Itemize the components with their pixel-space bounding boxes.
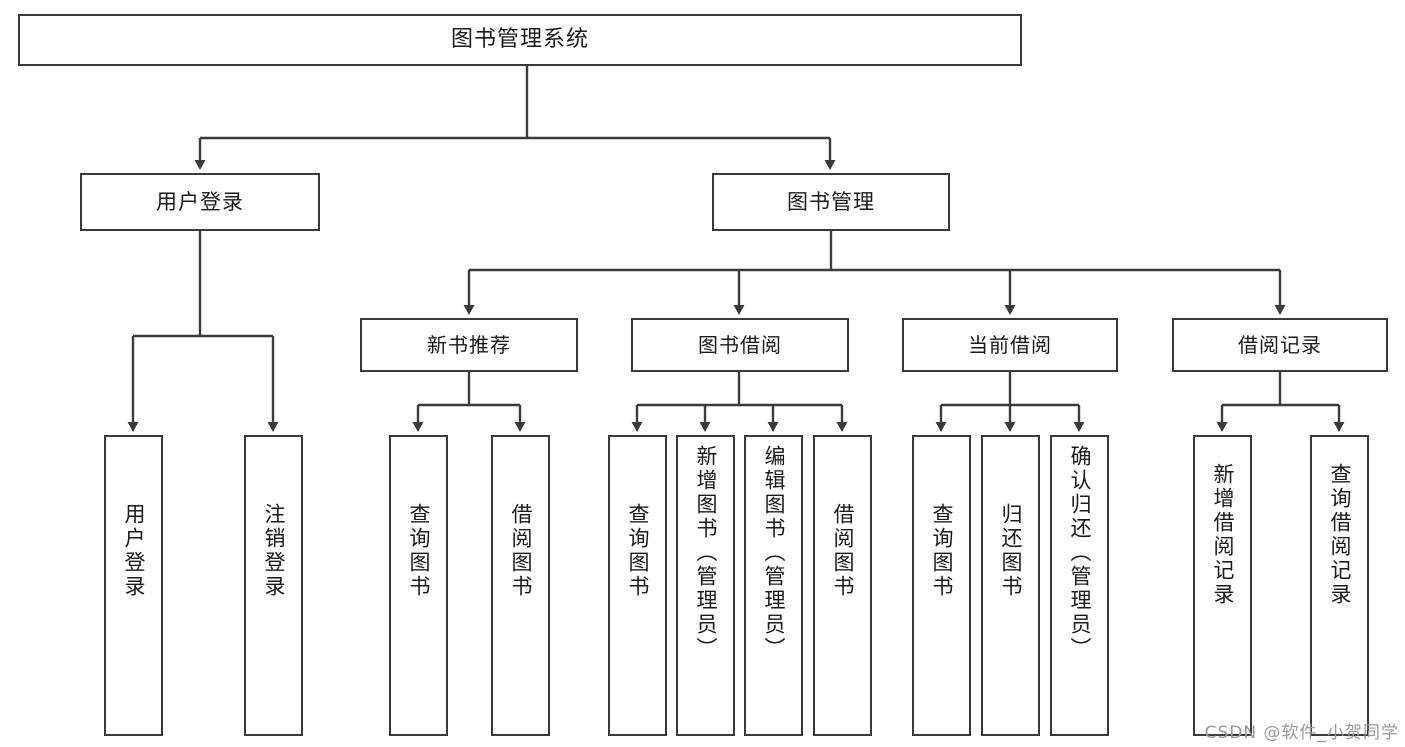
leaf-book-borrow-lend[interactable]: 借阅图书	[813, 435, 872, 736]
node-root-system[interactable]: 图书管理系统	[18, 14, 1022, 66]
leaf-book-borrow-edit[interactable]: 编辑图书（管理员）	[744, 435, 803, 736]
node-label: 编辑图书（管理员）	[762, 445, 786, 661]
node-label: 图书借阅	[698, 332, 782, 357]
leaf-book-borrow-add[interactable]: 新增图书（管理员）	[676, 435, 735, 736]
watermark-text: CSDN @软件_小贺同学	[1204, 723, 1399, 743]
node-label: 图书管理	[787, 189, 875, 214]
node-label: 借阅记录	[1238, 332, 1322, 357]
leaf-book-borrow-query[interactable]: 查询图书	[608, 435, 667, 736]
node-label: 查询图书	[407, 503, 431, 599]
node-label: 当前借阅	[968, 332, 1052, 357]
node-label: 借阅图书	[831, 503, 855, 599]
node-label: 新增借阅记录	[1211, 463, 1235, 607]
node-user-login[interactable]: 用户登录	[80, 173, 320, 231]
node-label: 注销登录	[262, 503, 286, 599]
node-label: 图书管理系统	[450, 27, 589, 53]
node-label: 新书推荐	[427, 332, 511, 357]
leaf-new-book-borrow[interactable]: 借阅图书	[491, 435, 550, 736]
leaf-borrow-record-query[interactable]: 查询借阅记录	[1310, 435, 1369, 736]
node-book-borrow[interactable]: 图书借阅	[631, 318, 849, 372]
leaf-user-login-login[interactable]: 用户登录	[104, 435, 163, 736]
node-current-borrow[interactable]: 当前借阅	[902, 318, 1118, 372]
node-label: 归还图书	[999, 503, 1023, 599]
node-label: 确认归还（管理员）	[1068, 445, 1092, 661]
node-book-management[interactable]: 图书管理	[712, 173, 950, 231]
node-label: 用户登录	[122, 503, 146, 599]
leaf-user-login-logout[interactable]: 注销登录	[244, 435, 303, 736]
node-label: 借阅图书	[509, 503, 533, 599]
node-label: 查询借阅记录	[1328, 463, 1352, 607]
node-label: 用户登录	[156, 189, 244, 214]
leaf-current-borrow-return[interactable]: 归还图书	[981, 435, 1040, 736]
leaf-current-borrow-query[interactable]: 查询图书	[912, 435, 971, 736]
node-new-book-recommend[interactable]: 新书推荐	[360, 318, 578, 372]
leaf-new-book-query[interactable]: 查询图书	[389, 435, 448, 736]
node-borrow-record[interactable]: 借阅记录	[1172, 318, 1388, 372]
leaf-current-borrow-confirm-return[interactable]: 确认归还（管理员）	[1050, 435, 1109, 736]
leaf-borrow-record-add[interactable]: 新增借阅记录	[1193, 435, 1252, 736]
node-label: 新增图书（管理员）	[694, 445, 718, 661]
node-label: 查询图书	[930, 503, 954, 599]
node-label: 查询图书	[626, 503, 650, 599]
